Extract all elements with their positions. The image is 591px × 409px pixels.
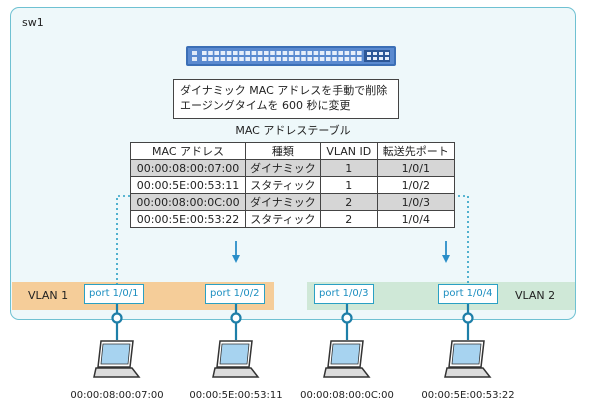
port-connector-icon <box>230 312 242 324</box>
port-connector-icon <box>341 312 353 324</box>
table-row: 00:00:08:00:07:00 ダイナミック 1 1/0/1 <box>130 159 455 177</box>
laptop-icon <box>323 340 371 378</box>
laptop-icon <box>93 340 141 378</box>
dotted-link-port-1 <box>116 195 130 284</box>
header-type: 種類 <box>245 142 321 160</box>
cell-type: スタティック <box>245 210 321 228</box>
note-line-1: ダイナミック MAC アドレスを手動で削除 <box>180 84 388 97</box>
vlan-2-label: VLAN 2 <box>515 289 556 302</box>
cell-vlan: 2 <box>319 210 378 228</box>
cell-port: 1/0/1 <box>376 159 455 177</box>
switch-name: sw1 <box>22 16 44 29</box>
port-4-box: port 1/0/4 <box>438 284 498 304</box>
table-row: 00:00:5E:00:53:11 スタティック 1 1/0/2 <box>130 176 455 194</box>
cell-mac: 00:00:08:00:0C:00 <box>130 193 246 211</box>
host-3-mac: 00:00:08:00:0C:00 <box>300 390 394 401</box>
port-connector-icon <box>111 312 123 324</box>
mac-table-title: MAC アドレステーブル <box>235 124 351 137</box>
cell-vlan: 1 <box>319 176 378 194</box>
host-2-mac: 00:00:5E:00:53:11 <box>189 390 283 401</box>
cell-vlan: 1 <box>319 159 378 177</box>
cell-port: 1/0/2 <box>376 176 455 194</box>
cell-type: ダイナミック <box>245 159 321 177</box>
cell-port: 1/0/4 <box>376 210 455 228</box>
cell-type: スタティック <box>245 176 321 194</box>
host-1-mac: 00:00:08:00:07:00 <box>70 390 164 401</box>
arrow-down-icon <box>232 241 240 263</box>
cell-mac: 00:00:5E:00:53:22 <box>130 210 246 228</box>
cell-mac: 00:00:5E:00:53:11 <box>130 176 246 194</box>
header-mac: MAC アドレス <box>130 142 246 160</box>
port-1-box: port 1/0/1 <box>84 284 144 304</box>
arrow-down-icon <box>442 241 450 263</box>
port-3-box: port 1/0/3 <box>314 284 374 304</box>
host-4-mac: 00:00:5E:00:53:22 <box>421 390 515 401</box>
table-row: 00:00:5E:00:53:22 スタティック 2 1/0/4 <box>130 210 455 228</box>
port-2-box: port 1/0/2 <box>205 284 265 304</box>
mac-address-table: MAC アドレス 種類 VLAN ID 転送先ポート 00:00:08:00:0… <box>130 142 455 228</box>
cell-mac: 00:00:08:00:07:00 <box>130 159 246 177</box>
port-connector-icon <box>462 312 474 324</box>
header-port: 転送先ポート <box>376 142 455 160</box>
switch-device-icon <box>186 46 396 66</box>
note-line-2: エージングタイムを 600 秒に変更 <box>180 99 351 112</box>
table-header-row: MAC アドレス 種類 VLAN ID 転送先ポート <box>130 142 455 160</box>
laptop-icon <box>212 340 260 378</box>
dotted-link-port-4 <box>458 195 469 284</box>
note-box: ダイナミック MAC アドレスを手動で削除 エージングタイムを 600 秒に変更 <box>173 79 399 119</box>
laptop-icon <box>444 340 492 378</box>
vlan-1-label: VLAN 1 <box>28 289 69 302</box>
